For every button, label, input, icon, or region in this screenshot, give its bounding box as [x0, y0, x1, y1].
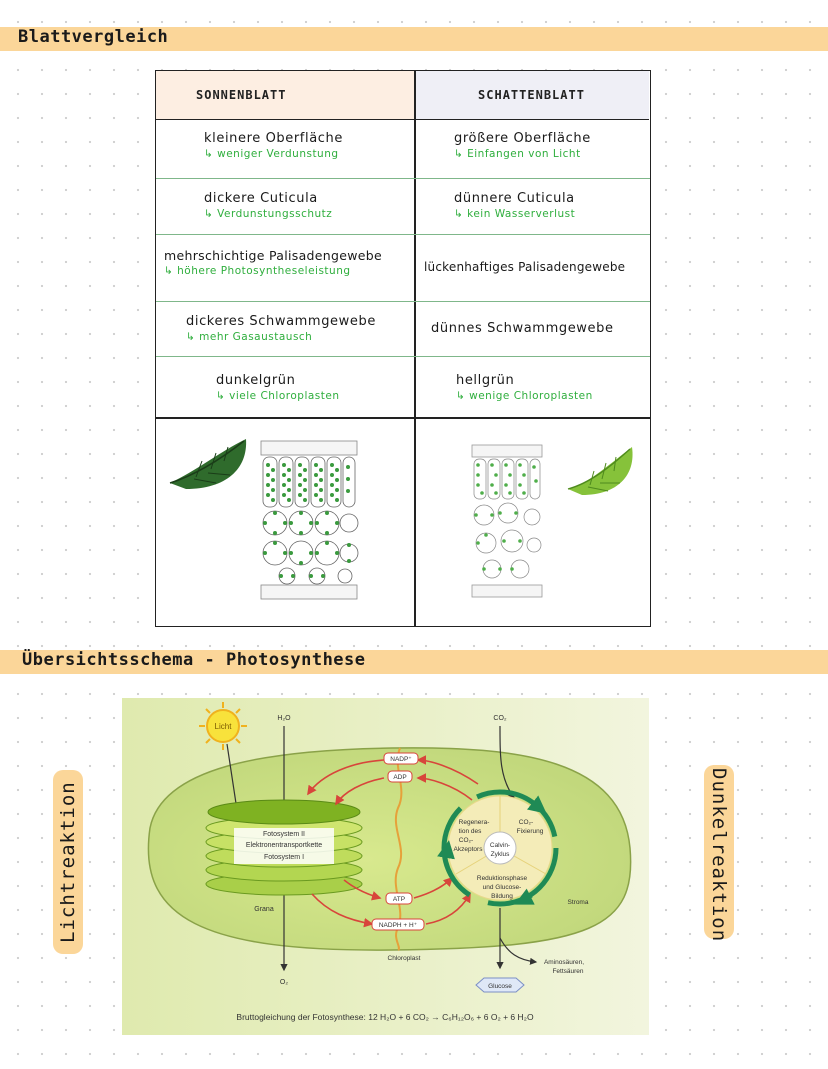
fix-line-2: Fixierung [517, 828, 544, 835]
regen-line-4: Akzeptors [454, 846, 484, 853]
sun-cell-2: dickere Cuticula ↳ Verdunstungsschutz [204, 191, 333, 220]
calvin-cycle [437, 789, 559, 907]
shade-cell-5: hellgrün ↳ wenige Chloroplasten [456, 373, 593, 402]
photosynthesis-diagram: Licht H₂O CO₂ O₂ Fotosystem II Elektrone… [122, 698, 649, 1035]
header-schattenblatt: SCHATTENBLATT [414, 71, 649, 120]
reduktion-line-3: Bildung [491, 893, 513, 900]
grana-stack [205, 799, 363, 896]
o2-label: O₂ [280, 979, 288, 986]
chloroplast-label: Chloroplast [388, 955, 421, 962]
co2-label: CO₂ [493, 715, 507, 722]
atp-label: ATP [393, 896, 405, 903]
fix-line-1: CO₂- [519, 819, 533, 826]
header-sonnenblatt: SONNENBLATT [156, 71, 414, 120]
sun-label: Licht [215, 722, 233, 731]
regen-line-3: CO₂- [459, 837, 473, 844]
amino-line-2: Fettsäuren [552, 968, 583, 975]
calvin-line-1: Calvin- [490, 842, 510, 849]
sun-leaf-cross-section-icon [260, 440, 359, 600]
glucose-icon [475, 977, 525, 993]
reduktion-line-2: und Glucose- [483, 884, 522, 891]
shade-cell-1: größere Oberfläche ↳ Einfangen von Licht [454, 131, 591, 160]
calvin-line-2: Zyklus [491, 851, 511, 858]
h2o-label: H₂O [277, 715, 291, 722]
etk-label: Elektronentransportkette [246, 842, 322, 849]
shade-leaf-illustration [471, 444, 633, 598]
shade-cell-3: lückenhaftiges Palisadengewebe [424, 260, 626, 274]
sun-cell-4: dickeres Schwammgewebe ↳ mehr Gasaustaus… [186, 314, 376, 343]
sun-cell-5: dunkelgrün ↳ viele Chloroplasten [216, 373, 340, 402]
glucose-label: Glucose [488, 983, 512, 990]
dark-leaf-icon [169, 439, 247, 489]
amino-line-1: Aminosäuren, [544, 959, 584, 966]
sun-leaf-illustration [169, 439, 359, 600]
sun-icon [199, 702, 247, 750]
section-title-blattvergleich: Blattvergleich [18, 27, 169, 47]
shade-leaf-cross-section-icon [471, 444, 543, 598]
grana-label: Grana [254, 906, 274, 913]
light-leaf-icon [567, 447, 633, 495]
nadph-label: NADPH + H⁺ [379, 922, 418, 929]
label-lichtreaktion: Lichtreaktion [53, 770, 83, 954]
shade-cell-2: dünnere Cuticula ↳ kein Wasserverlust [454, 191, 576, 220]
nadp-label: NADP⁺ [390, 756, 412, 763]
sun-cell-3: mehrschichtige Palisadengewebe ↳ höhere … [164, 248, 382, 277]
sun-cell-1: kleinere Oberfläche ↳ weniger Verdunstun… [204, 131, 343, 160]
regen-line-1: Regenera- [459, 819, 490, 826]
fotosystem-2-label: Fotosystem II [263, 831, 305, 838]
fotosystem-1-label: Fotosystem I [264, 854, 304, 861]
label-dunkelreaktion: Dunkelreaktion [704, 765, 734, 942]
adp-label: ADP [393, 774, 406, 781]
section-title-photosynthese: Übersichtsschema - Photosynthese [22, 650, 366, 670]
section-band [0, 650, 828, 674]
brutto-equation: Bruttogleichung der Fotosynthese: 12 H₂O… [236, 1012, 534, 1022]
shade-cell-4: dünnes Schwammgewebe [431, 321, 614, 336]
reduktion-line-1: Reduktionsphase [477, 875, 528, 882]
section-band [0, 27, 828, 51]
regen-line-2: tion des [459, 828, 483, 835]
comparison-table: SONNENBLATT SCHATTENBLATT kleinere Oberf… [155, 70, 651, 627]
stroma-label: Stroma [568, 899, 589, 906]
